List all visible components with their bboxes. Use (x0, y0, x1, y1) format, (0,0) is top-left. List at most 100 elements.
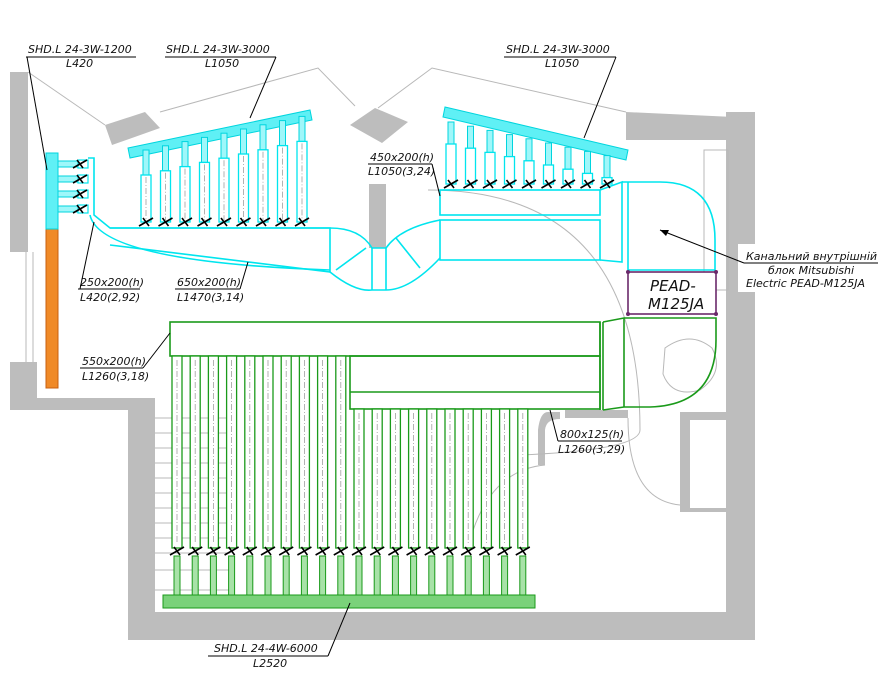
callout-grille-top-right: SHD.L 24-3W-3000 L1050 (504, 43, 617, 139)
bottom-branch-group (169, 355, 531, 596)
damper-icon (466, 179, 475, 189)
damper-icon (300, 546, 309, 556)
flex-connector (564, 146, 572, 170)
duct-transition-top (329, 219, 441, 249)
duct-450 (439, 189, 601, 216)
flex-connector (519, 555, 527, 596)
damper-icon (519, 546, 527, 556)
wall-niche (703, 149, 729, 291)
branch-duct (426, 408, 438, 549)
indoor-unit-body[interactable] (627, 271, 717, 315)
note-line1: Канальний внутрішній (746, 250, 877, 263)
return-branch (242, 355, 258, 596)
flex-connector (486, 129, 494, 153)
supply-branch (502, 134, 517, 189)
branch-duct (444, 408, 456, 549)
leader-line (431, 163, 441, 197)
damper-icon (173, 546, 181, 556)
damper-icon (278, 217, 287, 227)
damper-icon (239, 217, 248, 227)
damper-icon (76, 204, 84, 214)
callout-length: L2520 (253, 657, 287, 670)
indoor-unit[interactable]: PEAD- M125JA (626, 270, 718, 316)
damper-icon (246, 546, 254, 556)
unit-tag-line2: M125JA (648, 295, 704, 313)
wall-left-upper (10, 72, 28, 252)
riser-orange (45, 227, 59, 389)
callout-length: L1470(3,14) (177, 291, 244, 304)
wall-curved-corner (538, 412, 560, 465)
topmid-branch-group (138, 115, 310, 227)
flex-connector (246, 555, 254, 596)
grille-bottom (162, 594, 536, 609)
return-branch (278, 355, 294, 596)
callout-model: SHD.L 24-4W-6000 (214, 642, 318, 655)
grille-left-vertical (45, 152, 59, 230)
supply-branch (482, 129, 498, 189)
flex-connector (584, 150, 591, 174)
damper-icon (564, 179, 572, 189)
window-left (27, 71, 106, 126)
flex-connector (220, 132, 228, 159)
return-branch (206, 355, 221, 596)
door-arc-large (427, 189, 641, 456)
damper-icon (259, 217, 267, 227)
callout-length: L1260(3,18) (82, 370, 149, 383)
branch-duct (407, 408, 420, 549)
supply-branch (443, 121, 459, 189)
wall-left-lower (10, 362, 155, 410)
duct-main-right (439, 219, 601, 261)
leader-line (79, 221, 95, 290)
supply-branch (57, 204, 89, 214)
note-line3: Electric PEAD-M125JA (746, 277, 865, 290)
window-top-left (159, 67, 356, 113)
flex-connector (162, 145, 169, 172)
return-branch (187, 355, 203, 596)
callout-model: SHD.L 24-3W-3000 (166, 43, 270, 56)
branch-duct (480, 408, 493, 549)
duct-650 (109, 227, 331, 273)
supply-branch (294, 115, 310, 227)
supply-branch (57, 159, 89, 169)
walls (10, 72, 755, 640)
return-branch (351, 408, 367, 596)
branch-duct (353, 408, 365, 549)
window-top-right (377, 67, 627, 113)
duct-800 (349, 355, 601, 410)
damper-icon (500, 546, 509, 556)
leader-line (659, 229, 745, 264)
flex-connector (191, 555, 199, 596)
supply-branch (197, 136, 212, 227)
damper-icon (355, 546, 363, 556)
branch-duct (445, 143, 457, 185)
damper-icon (583, 179, 592, 189)
wall-door-stub (565, 410, 628, 418)
flex-connector (501, 555, 509, 596)
damper-icon (191, 546, 199, 556)
callout-bg (738, 244, 882, 292)
branch-duct (498, 408, 511, 549)
supply-branch (580, 150, 595, 189)
callout-grille-bottom: SHD.L 24-4W-6000 L2520 (208, 602, 351, 670)
flex-connector (298, 115, 306, 142)
left-branch-group (57, 159, 89, 214)
callout-length: L420(2,92) (80, 291, 140, 304)
flex-connector (355, 555, 363, 596)
damper-icon (318, 546, 327, 556)
supply-branch (560, 146, 576, 189)
damper-icon (76, 159, 84, 169)
damper-icon (142, 217, 150, 227)
return-branch (406, 408, 421, 596)
damper-icon (209, 546, 218, 556)
branch-duct (503, 155, 516, 185)
flex-connector (228, 555, 236, 596)
branch-duct (371, 408, 383, 549)
unit-mount-point (714, 312, 718, 316)
unit-mount-point (714, 270, 718, 274)
branch-duct (484, 151, 496, 185)
wall-left-bottom (128, 398, 155, 640)
wall-top-right (626, 112, 755, 140)
main-supply-duct (109, 180, 716, 291)
damper-icon (200, 217, 209, 227)
